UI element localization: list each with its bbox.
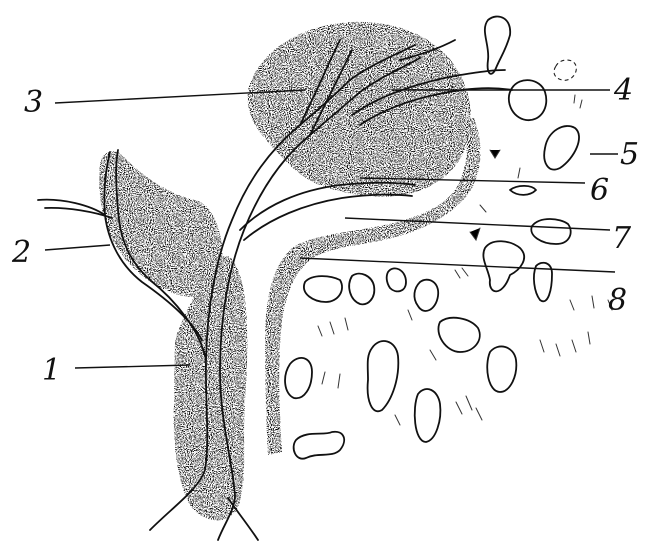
cell: [510, 186, 536, 195]
label-4: 4: [613, 73, 633, 108]
cell: [487, 346, 516, 392]
cell: [349, 274, 374, 305]
label-8: 8: [608, 283, 627, 318]
left-stippled-mass: [99, 151, 222, 297]
label-7: 7: [612, 221, 632, 256]
leader-2: [45, 245, 110, 250]
lower-fork: [228, 498, 258, 540]
label-2: 2: [11, 235, 31, 270]
label-6: 6: [590, 173, 609, 208]
cell: [415, 389, 441, 442]
label-3: 3: [24, 85, 43, 120]
cell: [368, 341, 399, 411]
cell: [387, 268, 406, 291]
label-1: 1: [42, 353, 61, 388]
cell: [544, 126, 579, 170]
cell: [414, 280, 438, 311]
cell: [531, 219, 570, 244]
cell: [509, 80, 546, 120]
terminal-process: [485, 16, 510, 73]
cell: [304, 276, 342, 302]
leader-8: [300, 258, 615, 272]
label-5: 5: [620, 137, 639, 172]
cell: [294, 432, 345, 459]
cell: [438, 318, 479, 352]
faint-cell: [554, 60, 576, 80]
leader-1: [75, 365, 190, 368]
cell: [285, 358, 312, 398]
